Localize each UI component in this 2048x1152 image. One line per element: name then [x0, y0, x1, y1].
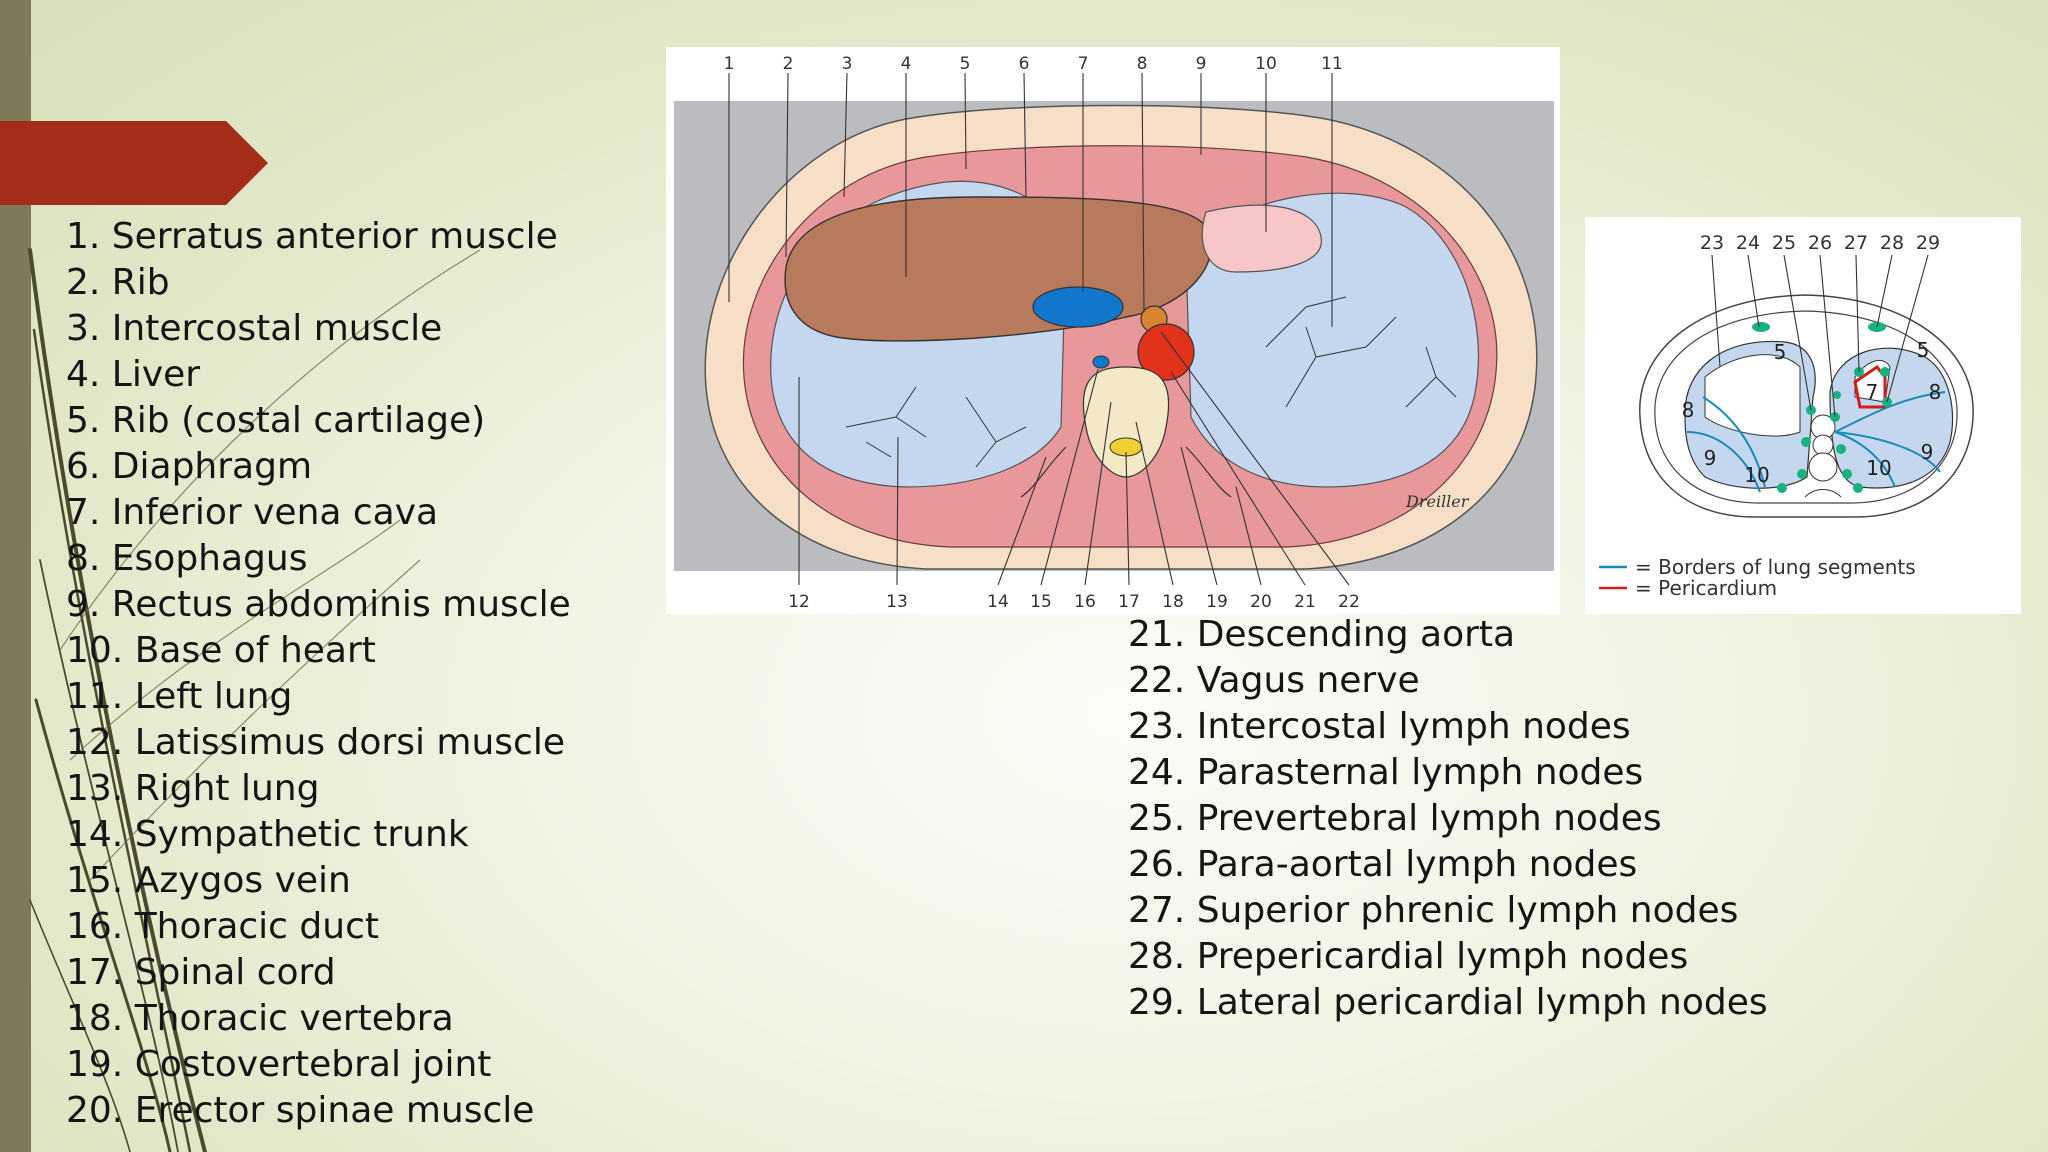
legend-item: 2. Rib	[66, 262, 170, 303]
segment-label: 8	[1929, 380, 1942, 404]
top-number-label: 1	[724, 54, 735, 74]
legend-item: 17. Spinal cord	[66, 952, 336, 993]
top-number-label: 11	[1321, 54, 1343, 74]
legend-right: 21. Descending aorta 22. Vagus nerve 23.…	[1128, 612, 1768, 1026]
bottom-number-label: 12	[788, 592, 810, 612]
legend-item: 19. Costovertebral joint	[66, 1044, 492, 1085]
bottom-number-label: 17	[1118, 592, 1140, 612]
bottom-number-label: 15	[1030, 592, 1052, 612]
thorax-cross-section-figure: Dreiller 1 2 3 4 5 6 7 8 9 10 11	[666, 47, 1560, 614]
title-accent-flag	[0, 121, 268, 205]
top-leader-lines	[728, 72, 1333, 327]
top-number-label: 3	[842, 54, 853, 74]
legend-item: 6. Diaphragm	[66, 446, 313, 487]
small-leader-lines	[1711, 254, 1929, 418]
legend-item: 8. Esophagus	[66, 538, 308, 579]
pericardium-outline	[1853, 364, 1887, 409]
bottom-number-label: 16	[1074, 592, 1096, 612]
legend-item: 28. Prepericardial lymph nodes	[1128, 936, 1689, 977]
segment-label: 7	[1866, 380, 1879, 404]
legend-item: 12. Latissimus dorsi muscle	[66, 722, 565, 763]
legend-item: 11. Left lung	[66, 676, 293, 717]
bottom-number-label: 19	[1206, 592, 1228, 612]
segment-border-key-label: = Borders of lung segments	[1635, 555, 1916, 579]
azygos-vein	[1092, 355, 1110, 369]
segment-label: 5	[1774, 340, 1787, 364]
legend-item: 15. Azygos vein	[66, 860, 351, 901]
legend-item: 26. Para-aortal lymph nodes	[1128, 844, 1638, 885]
pericardium-key-label: = Pericardium	[1635, 576, 1777, 600]
legend-item: 23. Intercostal lymph nodes	[1128, 706, 1631, 747]
descending-aorta	[1137, 323, 1195, 381]
legend-item: 20. Erector spinae muscle	[66, 1090, 535, 1131]
bottom-number-label: 18	[1162, 592, 1184, 612]
top-number-label: 7	[1078, 54, 1089, 74]
segment-label: 10	[1866, 456, 1891, 480]
bottom-leader-lines	[798, 331, 1350, 586]
segment-label: 8	[1682, 398, 1695, 422]
top-number-label: 8	[1137, 54, 1148, 74]
legend-item: 14. Sympathetic trunk	[66, 814, 469, 855]
segment-label: 9	[1704, 446, 1717, 470]
segment-borders	[1686, 391, 1946, 493]
node-number-label: 23	[1700, 232, 1724, 254]
top-number-label: 10	[1255, 54, 1277, 74]
top-number-label: 5	[960, 54, 971, 74]
segment-label: 5	[1917, 338, 1930, 362]
legend-item: 3. Intercostal muscle	[66, 308, 443, 349]
bottom-number-label: 13	[886, 592, 908, 612]
bottom-number-label: 22	[1338, 592, 1360, 612]
top-number-label: 9	[1196, 54, 1207, 74]
node-number-label: 25	[1772, 232, 1796, 254]
legend-item: 1. Serratus anterior muscle	[66, 216, 558, 257]
legend-item: 5. Rib (costal cartilage)	[66, 400, 486, 441]
top-number-label: 6	[1019, 54, 1030, 74]
heart-base	[1201, 204, 1322, 273]
legend-item: 27. Superior phrenic lymph nodes	[1128, 890, 1739, 931]
top-number-label: 4	[901, 54, 912, 74]
legend-item: 13. Right lung	[66, 768, 320, 809]
bottom-number-label: 21	[1294, 592, 1316, 612]
bottom-number-label: 20	[1250, 592, 1272, 612]
node-number-label: 29	[1916, 232, 1940, 254]
legend-item: 24. Parasternal lymph nodes	[1128, 752, 1644, 793]
top-number-label: 2	[783, 54, 794, 74]
legend-item: 7. Inferior vena cava	[66, 492, 439, 533]
legend-item: 21. Descending aorta	[1128, 614, 1516, 655]
legend-item: 18. Thoracic vertebra	[66, 998, 454, 1039]
segment-label: 9	[1921, 440, 1934, 464]
lymph-node-segment-figure: 23 24 25 26 27 28 29 5 5 7 8 8 9 10 10 9…	[1585, 217, 2021, 614]
legend-item: 22. Vagus nerve	[1128, 660, 1420, 701]
legend-item: 16. Thoracic duct	[66, 906, 379, 947]
legend-item: 29. Lateral pericardial lymph nodes	[1128, 982, 1768, 1023]
node-number-label: 28	[1880, 232, 1904, 254]
node-number-label: 26	[1808, 232, 1832, 254]
illustrator-signature: Dreiller	[1405, 492, 1470, 511]
legend-left: 1. Serratus anterior muscle 2. Rib 3. In…	[66, 214, 571, 1134]
legend-item: 9. Rectus abdominis muscle	[66, 584, 571, 625]
legend-item: 25. Prevertebral lymph nodes	[1128, 798, 1662, 839]
bottom-number-label: 14	[987, 592, 1009, 612]
legend-item: 4. Liver	[66, 354, 201, 395]
segment-label: 10	[1744, 463, 1769, 487]
legend-item: 10. Base of heart	[66, 630, 376, 671]
node-number-label: 27	[1844, 232, 1868, 254]
node-number-label: 24	[1736, 232, 1760, 254]
inferior-vena-cava	[1032, 286, 1124, 328]
